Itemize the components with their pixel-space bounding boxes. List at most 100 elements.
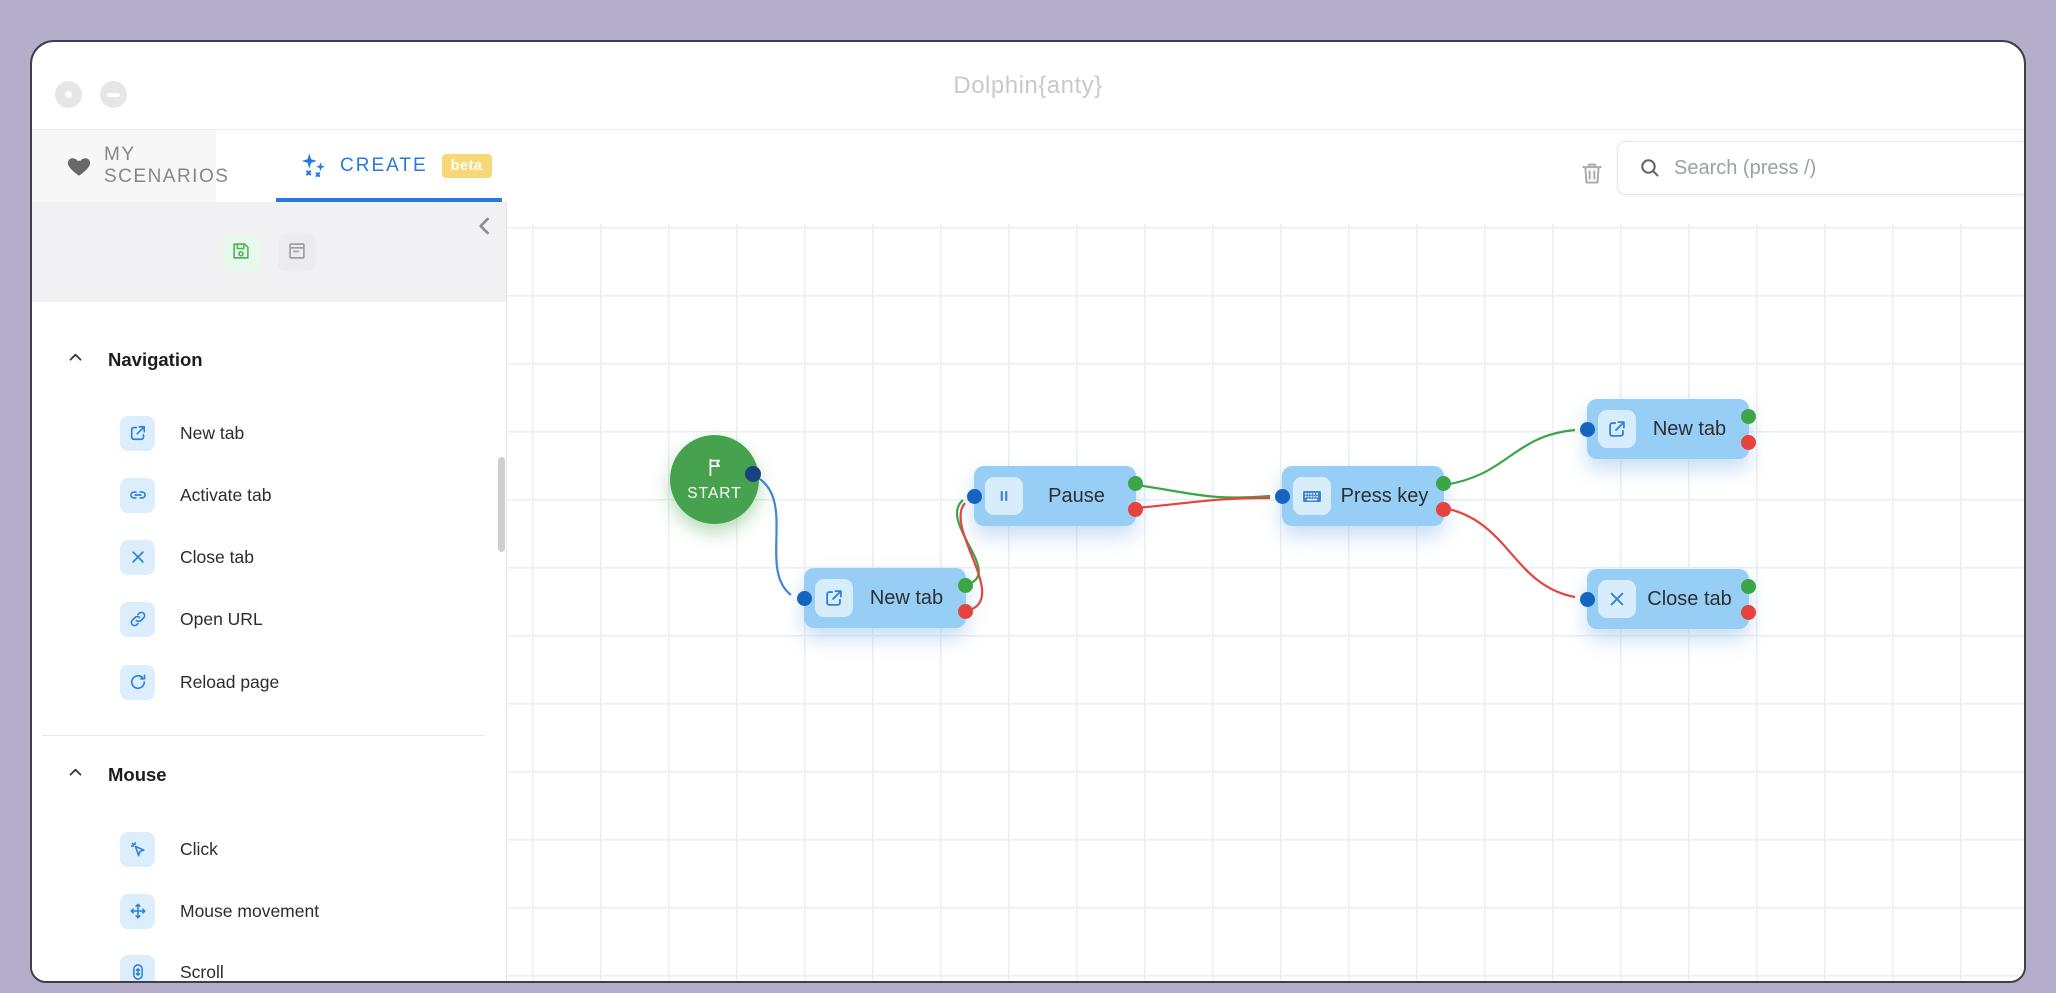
link-icon bbox=[120, 477, 155, 513]
close-icon bbox=[120, 539, 155, 575]
scenario-properties-button[interactable] bbox=[278, 233, 316, 271]
actions-sidebar: Navigation New tab Activate tab Close ta… bbox=[32, 202, 507, 981]
input-port[interactable] bbox=[1275, 488, 1290, 504]
cursor-click-icon bbox=[120, 831, 155, 867]
action-label: Reload page bbox=[180, 671, 280, 692]
node-start[interactable]: START bbox=[670, 435, 761, 524]
action-label: Scroll bbox=[180, 961, 224, 982]
section-divider bbox=[42, 735, 485, 736]
scenario-canvas[interactable]: START New tab Pause bbox=[507, 224, 2024, 981]
edge-pause-error-to-presskey bbox=[1135, 496, 1271, 510]
edge-pause-success-to-presskey bbox=[1135, 483, 1271, 499]
search-icon bbox=[1641, 159, 1659, 177]
close-button[interactable] bbox=[55, 81, 82, 108]
edge-presskey-success-to-newtab2 bbox=[1443, 428, 1576, 487]
sidebar-toolbar bbox=[32, 202, 506, 302]
action-mouse-movement[interactable]: Mouse movement bbox=[120, 892, 319, 930]
action-reload-page[interactable]: Reload page bbox=[120, 663, 279, 701]
node-label: Pause bbox=[1048, 484, 1105, 507]
action-click[interactable]: Click bbox=[120, 830, 218, 868]
edge-start-to-newtab1 bbox=[752, 474, 792, 596]
node-label: New tab bbox=[869, 586, 944, 609]
search-box bbox=[1617, 141, 2024, 195]
output-port[interactable] bbox=[745, 466, 761, 482]
success-port[interactable] bbox=[958, 578, 973, 593]
action-label: Close tab bbox=[180, 546, 254, 567]
success-port[interactable] bbox=[1128, 476, 1143, 491]
action-label: Activate tab bbox=[180, 484, 272, 505]
trash-icon bbox=[1578, 163, 1606, 190]
tab-my-scenarios[interactable]: MY SCENARIOS bbox=[32, 130, 228, 202]
chain-icon bbox=[120, 601, 155, 637]
node-label: New tab bbox=[1652, 417, 1727, 440]
chevron-up-icon bbox=[67, 349, 84, 371]
success-port[interactable] bbox=[1436, 476, 1451, 491]
flag-icon bbox=[704, 456, 726, 483]
error-port[interactable] bbox=[1741, 435, 1756, 450]
error-port[interactable] bbox=[1128, 502, 1143, 517]
node-pause[interactable]: Pause bbox=[967, 466, 1143, 526]
error-port[interactable] bbox=[1436, 502, 1451, 517]
success-port[interactable] bbox=[1741, 409, 1756, 424]
node-new-tab-2[interactable]: New tab bbox=[1580, 399, 1756, 459]
active-tab-indicator bbox=[276, 198, 502, 202]
action-label: Click bbox=[180, 838, 218, 859]
section-mouse[interactable]: Mouse bbox=[32, 762, 167, 788]
sidebar-scrollbar[interactable] bbox=[498, 457, 505, 552]
success-port[interactable] bbox=[1741, 579, 1756, 594]
move-arrows-icon bbox=[120, 893, 155, 929]
start-label: START bbox=[687, 485, 742, 502]
node-label: Close tab bbox=[1647, 587, 1732, 610]
edge-newtab1-success-to-pause bbox=[955, 499, 980, 587]
save-scenario-button[interactable] bbox=[222, 233, 260, 271]
input-port[interactable] bbox=[1580, 591, 1595, 607]
external-link-icon bbox=[1598, 410, 1636, 448]
edges-layer bbox=[752, 428, 1576, 613]
keyboard-icon bbox=[1293, 477, 1331, 515]
minimize-button[interactable] bbox=[100, 81, 127, 108]
input-port[interactable] bbox=[1580, 421, 1595, 437]
error-port[interactable] bbox=[958, 604, 973, 619]
tab-create-label: CREATE bbox=[340, 155, 428, 176]
form-panel-icon bbox=[286, 240, 308, 265]
section-label: Navigation bbox=[108, 349, 203, 370]
input-port[interactable] bbox=[967, 488, 982, 504]
heart-icon bbox=[66, 153, 92, 179]
section-label: Mouse bbox=[108, 764, 167, 785]
app-window: Dolphin{anty} MY SCENARIOS CREATE beta bbox=[30, 40, 2026, 983]
action-activate-tab[interactable]: Activate tab bbox=[120, 476, 271, 514]
action-new-tab[interactable]: New tab bbox=[120, 414, 244, 452]
section-navigation[interactable]: Navigation bbox=[32, 347, 203, 373]
sparkles-icon bbox=[298, 151, 328, 181]
scroll-mouse-icon bbox=[120, 954, 155, 981]
external-link-icon bbox=[815, 579, 853, 617]
minimize-icon bbox=[107, 92, 120, 97]
action-close-tab[interactable]: Close tab bbox=[120, 538, 254, 576]
save-icon bbox=[230, 240, 252, 265]
close-icon bbox=[65, 91, 72, 98]
action-label: Open URL bbox=[180, 608, 263, 629]
action-open-url[interactable]: Open URL bbox=[120, 600, 263, 638]
node-close-tab[interactable]: Close tab bbox=[1580, 569, 1756, 629]
search-input[interactable] bbox=[1674, 156, 2004, 180]
window-title: Dolphin{anty} bbox=[953, 71, 1103, 99]
action-label: New tab bbox=[180, 422, 245, 443]
edge-presskey-error-to-closetab bbox=[1443, 506, 1576, 599]
node-press-key[interactable]: Press key bbox=[1275, 466, 1451, 526]
external-link-icon bbox=[120, 415, 155, 451]
delete-button[interactable] bbox=[1578, 159, 1606, 187]
pause-icon bbox=[985, 477, 1023, 515]
chevron-left-icon bbox=[472, 217, 498, 242]
action-scroll[interactable]: Scroll bbox=[120, 953, 224, 982]
edge-newtab1-error-to-pause bbox=[959, 502, 984, 613]
error-port[interactable] bbox=[1741, 605, 1756, 620]
input-port[interactable] bbox=[797, 590, 812, 606]
collapse-sidebar-button[interactable] bbox=[470, 212, 500, 242]
node-label: Press key bbox=[1340, 484, 1429, 507]
close-icon bbox=[1598, 580, 1636, 618]
tab-create[interactable]: CREATE beta bbox=[246, 130, 532, 202]
title-bar: Dolphin{anty} bbox=[32, 42, 2024, 130]
reload-icon bbox=[120, 664, 155, 700]
beta-badge: beta bbox=[441, 154, 492, 178]
node-new-tab-1[interactable]: New tab bbox=[797, 568, 973, 628]
